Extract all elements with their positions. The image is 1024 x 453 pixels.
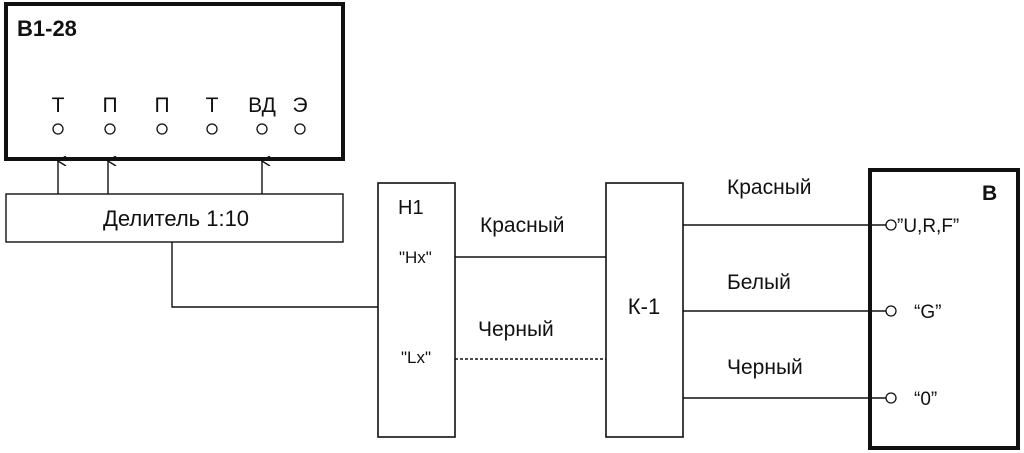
divider-label: Делитель 1:10 (103, 206, 249, 231)
k1-box (605, 182, 684, 438)
wire-k1-b-red-label: Красный (727, 176, 812, 199)
h1-title: Н1 (398, 197, 424, 219)
terminal-circle-4 (206, 123, 218, 135)
terminal-label-2: П (102, 94, 117, 117)
h1-box (377, 182, 456, 438)
k1-title: К-1 (628, 294, 660, 319)
terminal-label-1: Т (52, 94, 65, 117)
b-box (868, 168, 1020, 450)
divider-box (5, 193, 344, 243)
wire-h1-k1-red-label: Красный (480, 214, 565, 237)
b-terminal-label-0: “0” (914, 389, 937, 410)
instrument-box (4, 2, 345, 161)
b-terminal-label-g: “G” (914, 302, 941, 323)
b-terminal-label-urf: ”U,R,F” (897, 216, 959, 237)
instrument-title: В1-28 (17, 16, 77, 41)
terminal-circle-1 (52, 123, 64, 135)
h1-hx-label: "Hx" (399, 248, 432, 267)
wire-divider-to-h1 (171, 242, 378, 308)
terminal-circle-5 (256, 123, 268, 135)
h1-lx-label: "Lx" (401, 348, 431, 367)
b-title: В (982, 182, 997, 205)
terminal-circle-3 (156, 123, 168, 135)
terminal-label-4: Т (206, 94, 219, 117)
wire-h1-k1-black-label: Черный (478, 318, 554, 341)
wire-k1-b-black-label: Черный (727, 356, 803, 379)
terminal-label-6: Э (292, 94, 307, 117)
terminal-circle-6 (294, 123, 306, 135)
b-terminal-circle-urf (885, 219, 897, 231)
b-terminal-circle-g (885, 305, 897, 317)
terminal-label-5: ВД (248, 94, 276, 117)
wire-k1-b-white-label: Белый (727, 271, 791, 294)
terminal-circle-2 (104, 123, 116, 135)
terminal-label-3: П (154, 94, 169, 117)
b-terminal-circle-0 (885, 392, 897, 404)
